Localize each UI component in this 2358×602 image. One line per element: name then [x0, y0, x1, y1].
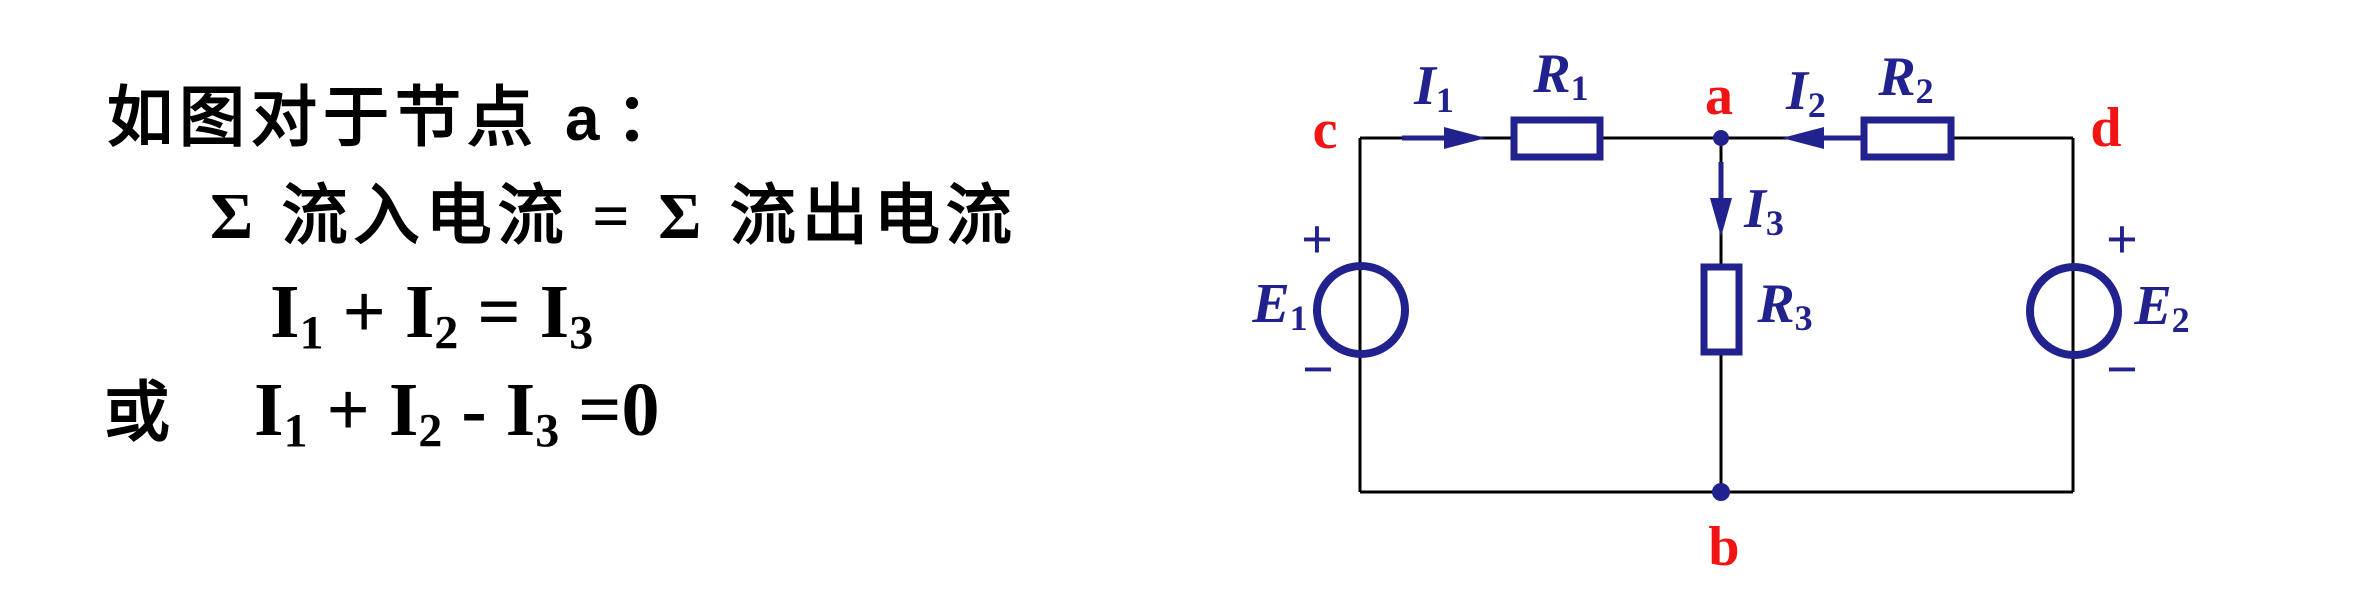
eq-zero-token: 0	[621, 368, 659, 452]
source-e2-base: E	[2134, 275, 2172, 338]
eq-zero-token-sub: 1	[283, 404, 308, 458]
line1-colon: ：	[615, 82, 688, 155]
current-i2-arrowhead	[1782, 127, 1824, 149]
eq-zero-token-base: I	[254, 368, 284, 452]
source-e1-label: E1	[1252, 276, 1307, 336]
eq-sum-token-sub: 3	[569, 306, 594, 360]
eq-zero-token-base: 0	[621, 368, 660, 452]
eq-sum-token: I2	[404, 270, 459, 357]
source-e1-minus-sign: −	[1302, 339, 1334, 401]
source-e2-label: E2	[2134, 278, 2189, 338]
junction-a-dot	[1713, 130, 1729, 146]
eq-zero-token-base: I	[388, 368, 419, 452]
current-i2-label: I2	[1786, 63, 1826, 123]
current-i3-arrowhead	[1710, 198, 1732, 237]
resistor-r2-sub: 2	[1915, 70, 1934, 111]
eq-zero-token: I1	[254, 368, 308, 455]
kcl-line-sum-rule: Σ 流入电流 = Σ 流出电流	[210, 180, 1018, 253]
resistor-r1-body	[1510, 116, 1604, 161]
eq-zero-token: I3	[505, 368, 560, 455]
node-a-label: a	[1705, 65, 1733, 127]
current-i1-base: I	[1414, 55, 1436, 118]
source-e2-circle	[2026, 263, 2122, 359]
resistor-r3-sub: 3	[1794, 297, 1813, 338]
eq-sum-token: I3	[539, 270, 594, 357]
eq-zero-token-base: =	[559, 368, 622, 452]
eq-zero-token: I2	[388, 368, 443, 455]
line1-prefix-text: 如图对于节点	[107, 82, 539, 155]
eq-zero-token-base: -	[442, 368, 506, 452]
node-c-label: c	[1312, 99, 1338, 161]
junction-b-dot	[1712, 483, 1730, 501]
eq-sum-token-base: =	[458, 270, 540, 354]
eq-sum-token-sub: 1	[299, 306, 324, 360]
current-i3-base: I	[1744, 178, 1766, 241]
eq-zero-token: =	[559, 368, 621, 452]
eq-zero-token: -	[442, 368, 505, 452]
eq-sum-token: +	[324, 270, 405, 354]
current-i2-sub: 2	[1807, 84, 1826, 125]
line1-node-letter: a	[565, 85, 600, 154]
eq-sum-token-base: I	[270, 270, 300, 354]
eq-zero-token-sub: 2	[418, 404, 443, 458]
resistor-r3-label: R3	[1757, 276, 1812, 336]
source-e2-sub: 2	[2171, 299, 2190, 340]
eq-sum-token-base: I	[404, 270, 435, 354]
eq-sum-token-sub: 2	[434, 306, 459, 360]
resistor-r2-body	[1860, 116, 1955, 161]
current-i2-base: I	[1786, 60, 1808, 123]
eq-zero-token-sub: 3	[535, 404, 560, 458]
node-b-label: b	[1708, 516, 1740, 578]
resistor-r3-body	[1700, 263, 1743, 356]
source-e1-sub: 1	[1289, 297, 1308, 338]
resistor-r1-base: R	[1533, 43, 1571, 106]
current-i3-label: I3	[1744, 181, 1784, 241]
line4-or-prefix: 或	[104, 377, 176, 450]
current-i1-sub: 1	[1435, 79, 1454, 120]
resistor-r2-base: R	[1878, 46, 1916, 109]
eq-sum-token: I1	[270, 270, 324, 357]
source-e2-plus-sign: +	[2106, 209, 2138, 271]
resistor-r1-sub: 1	[1570, 67, 1589, 108]
current-i1-arrowhead	[1444, 127, 1486, 149]
resistor-r1-label: R1	[1533, 46, 1588, 106]
eq-zero-token-base: I	[505, 368, 536, 452]
source-e1-plus-sign: +	[1301, 209, 1333, 271]
eq-zero-token-base: +	[307, 368, 389, 452]
kcl-equation-zero: I1 + I2 - I3 =0	[254, 368, 659, 455]
eq-sum-token: =	[458, 270, 539, 354]
eq-sum-token-base: I	[539, 270, 570, 354]
kcl-equation-sum: I1 + I2 = I3	[270, 274, 593, 357]
resistor-r3-base: R	[1757, 273, 1795, 336]
eq-sum-token-base: +	[323, 270, 405, 354]
current-i3-sub: 3	[1765, 202, 1784, 243]
current-i1-label: I1	[1414, 58, 1454, 118]
source-e1-base: E	[1252, 273, 1290, 336]
node-d-label: d	[2090, 97, 2122, 159]
eq-zero-token: +	[308, 368, 389, 452]
resistor-r2-label: R2	[1878, 49, 1933, 109]
source-e2-minus-sign: −	[2106, 339, 2138, 401]
